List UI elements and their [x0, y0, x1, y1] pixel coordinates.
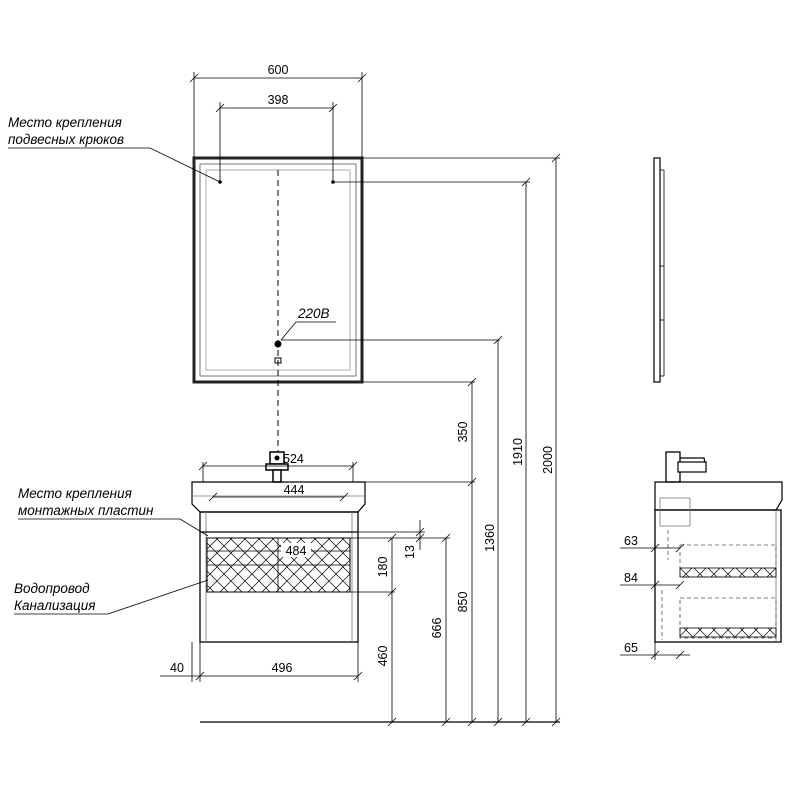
dim-pipe-height: 460: [376, 592, 397, 727]
dim-basin-width: 524: [198, 452, 358, 482]
dim-label: 65: [624, 641, 638, 655]
dim-label: 13: [403, 545, 417, 559]
dim-label: 63: [624, 534, 638, 548]
pipes-callout: Водопровод Канализация: [14, 579, 209, 615]
dim-mirror-width: 600: [189, 63, 367, 158]
power-point-icon: [274, 340, 282, 348]
power-callout: 220В: [280, 306, 336, 341]
dim-plate-gap: 13: [403, 520, 425, 559]
dim-label: 524: [283, 452, 304, 466]
dim-power-height: 1360: [483, 335, 503, 727]
mirror: [192, 156, 364, 460]
dim-total-height: 2000: [541, 153, 561, 727]
side-view-cabinet: [654, 481, 783, 643]
dim-side-84: 84: [620, 571, 685, 590]
dim-hook-height: 1910: [511, 177, 531, 727]
dim-side-65: 65: [620, 641, 690, 660]
dim-label: 460: [376, 646, 390, 667]
dim-label: 1360: [483, 524, 497, 552]
dim-label: 496: [272, 661, 293, 675]
dim-side-63: 63: [620, 534, 685, 553]
dim-label: 2000: [541, 446, 555, 474]
dim-label: 398: [268, 93, 289, 107]
power-label: 220В: [297, 306, 330, 321]
dim-label: 40: [170, 661, 184, 675]
pipes-label-line1: Водопровод: [14, 581, 90, 596]
cabinet: [199, 511, 359, 643]
plates-callout: Место крепления монтажных пластин: [18, 486, 209, 537]
dim-pipe-zone: 180: [376, 533, 397, 597]
dim-label: 600: [268, 63, 289, 77]
hooks-label-line1: Место крепления: [8, 115, 122, 130]
side-view-mirror: [653, 157, 665, 383]
dim-plate-height: 666: [430, 533, 451, 727]
dim-basin-height: 850: [456, 482, 477, 727]
dim-label: 350: [456, 422, 470, 443]
dim-label: 1910: [511, 438, 525, 466]
plates-label-line2: монтажных пластин: [18, 503, 154, 518]
side-view-faucet: [665, 451, 707, 483]
dim-mirror-gap: 350: [456, 377, 477, 487]
dim-label: 84: [624, 571, 638, 585]
dim-label: 484: [286, 544, 307, 558]
dim-basin-inner: 444: [208, 483, 349, 502]
dim-cabinet-width: 496 40: [160, 642, 363, 682]
dim-drawer-width: 484: [207, 543, 350, 558]
switch-icon: [274, 357, 282, 364]
dim-hook-spacing: 398: [215, 93, 338, 182]
pipes-label-line2: Канализация: [14, 598, 95, 613]
dim-label: 666: [430, 618, 444, 639]
dim-label: 444: [284, 483, 305, 497]
dim-label: 180: [376, 557, 390, 578]
plates-label-line1: Место крепления: [18, 486, 132, 501]
hooks-callout: Место крепления подвесных крюков: [8, 115, 221, 183]
dim-label: 850: [456, 592, 470, 613]
faucet: [265, 451, 289, 483]
hooks-label-line2: подвесных крюков: [8, 132, 124, 147]
